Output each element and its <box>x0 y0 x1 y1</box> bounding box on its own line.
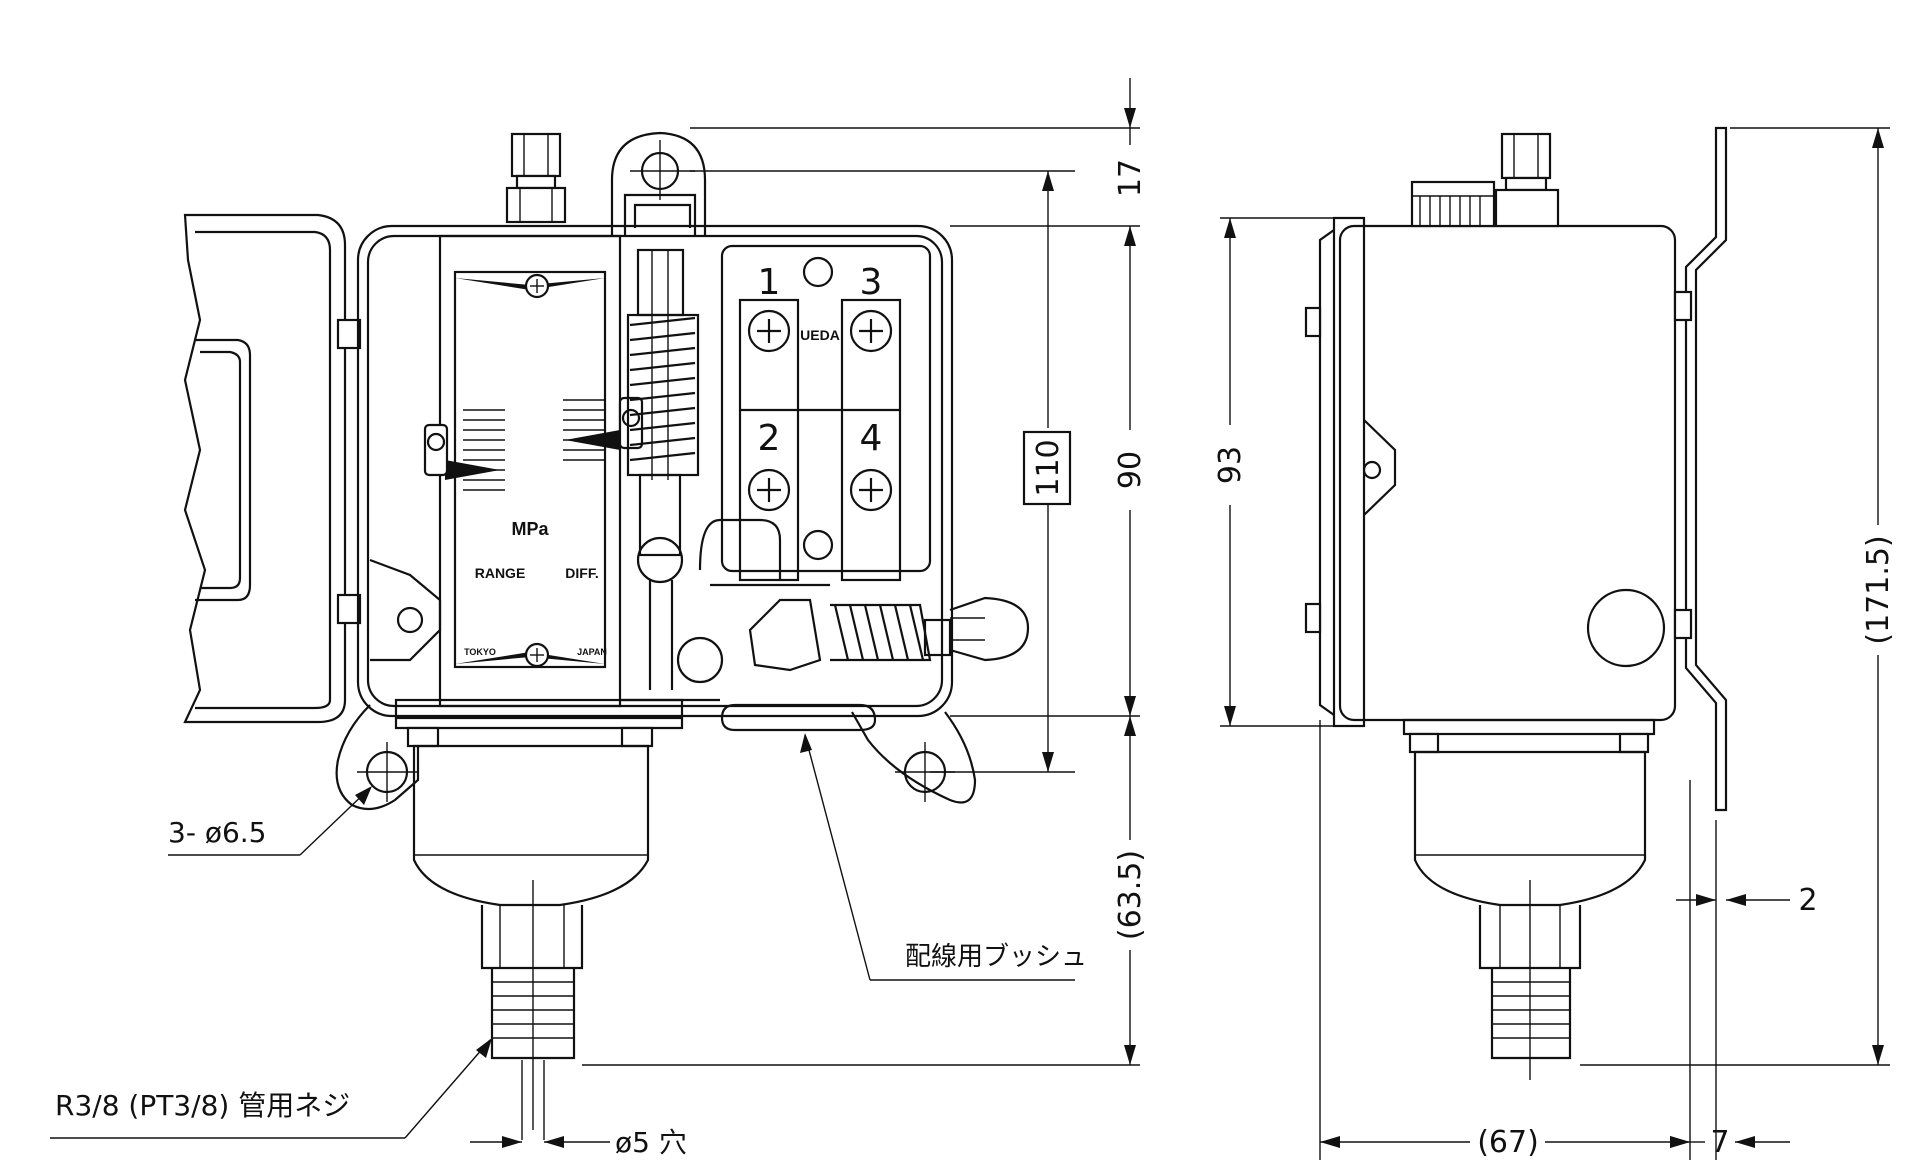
bellows-body <box>406 726 654 1140</box>
side-view <box>1304 126 1728 1080</box>
range-scale <box>463 409 505 491</box>
origin-right: JAPAN <box>577 647 607 657</box>
dimension-texts: 17 110 90 (63.5) 93 (171.5) (67) 7 2 <box>1031 159 1896 1160</box>
terminal-2: 2 <box>758 418 781 459</box>
terminal-screw-4 <box>849 468 893 512</box>
dimension-lines <box>470 78 1890 1160</box>
terminal-screw-3 <box>849 309 893 353</box>
mount-holes-label: 3- ø6.5 <box>168 816 266 849</box>
front-housing <box>335 131 977 811</box>
pipe-thread-label: R3/8 (PT3/8) 管用ネジ <box>55 1089 350 1122</box>
leader-lines <box>50 733 1075 1139</box>
hole-label: ø5 穴 <box>615 1126 687 1159</box>
diff-spring <box>698 518 952 672</box>
wiring-bush-label: 配線用ブッシュ <box>905 942 1087 972</box>
origin-left: TOKYO <box>464 647 496 657</box>
wiring-bush <box>949 596 1030 662</box>
terminal-1: 1 <box>758 262 781 303</box>
scale-plate: MPa RANGE DIFF. TOKYO JAPAN <box>423 234 644 708</box>
diff-label: DIFF. <box>565 565 598 581</box>
brand-label: UEDA <box>800 327 840 343</box>
dim-63-5: (63.5) <box>1113 850 1148 940</box>
terminal-block: 1 3 2 4 UEDA <box>720 244 932 582</box>
bottom-bush <box>720 703 877 732</box>
dim-2: 2 <box>1798 883 1817 918</box>
terminal-screw-1 <box>747 309 791 353</box>
dim-171-5: (171.5) <box>1861 535 1896 644</box>
dim-7: 7 <box>1710 1125 1729 1160</box>
diff-pointer <box>565 430 620 450</box>
callout-labels: 3- ø6.5 配線用ブッシュ R3/8 (PT3/8) 管用ネジ ø5 穴 <box>55 816 1087 1159</box>
unit-label: MPa <box>511 519 549 539</box>
range-label: RANGE <box>475 565 526 581</box>
front-view: MPa RANGE DIFF. TOKYO JAPAN <box>183 131 1030 1140</box>
range-pointer <box>445 460 500 480</box>
range-spring <box>620 248 724 702</box>
top-fitting <box>505 132 567 224</box>
dim-67: (67) <box>1477 1125 1539 1160</box>
dim-17: 17 <box>1113 159 1148 197</box>
dim-110: 110 <box>1031 439 1066 496</box>
plate-screw-bottom <box>524 642 550 668</box>
plate-screw-top <box>524 273 550 299</box>
terminal-4: 4 <box>860 418 883 459</box>
terminal-3: 3 <box>860 262 883 303</box>
front-cover <box>183 213 362 724</box>
dim-90: 90 <box>1113 451 1148 489</box>
diff-scale <box>563 399 605 461</box>
dim-93: 93 <box>1213 446 1248 484</box>
terminal-screw-2 <box>747 468 791 512</box>
